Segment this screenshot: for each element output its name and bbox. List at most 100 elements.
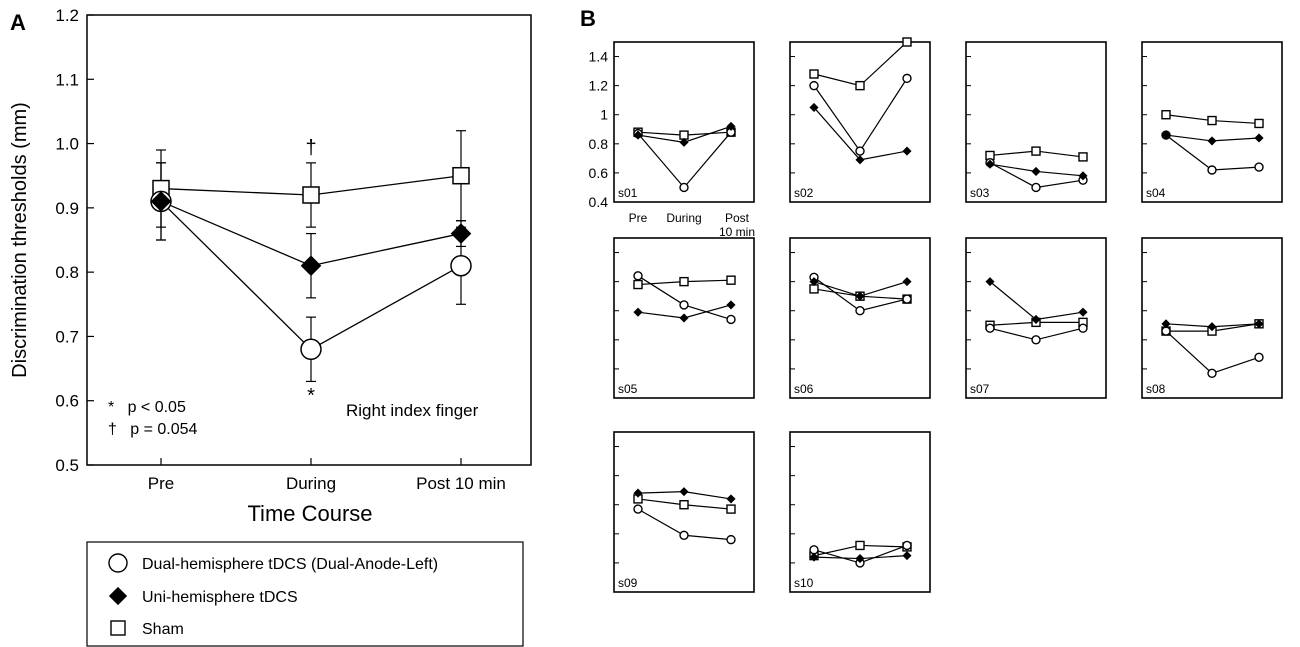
data-point xyxy=(1031,166,1041,177)
data-point xyxy=(633,307,643,317)
subject-plot-s08: s08 xyxy=(1141,237,1283,399)
subject-id: s04 xyxy=(1146,186,1166,200)
subject-plot-s04: s04 xyxy=(1141,41,1283,203)
data-point xyxy=(150,191,172,212)
y-tick-label: 1.1 xyxy=(55,70,79,89)
y-tick-label: 0.7 xyxy=(55,327,79,346)
data-point xyxy=(679,500,689,510)
panel-b-label: B xyxy=(580,6,596,31)
data-point xyxy=(679,487,689,497)
data-point xyxy=(1161,319,1171,329)
data-point xyxy=(726,121,736,131)
data-point xyxy=(855,155,865,165)
data-point xyxy=(633,488,643,498)
data-point xyxy=(679,300,689,310)
subject-frame xyxy=(613,41,755,203)
panel-a-frame xyxy=(86,14,532,466)
data-point xyxy=(300,338,322,361)
data-point xyxy=(726,494,736,504)
data-point xyxy=(452,166,470,185)
data-point xyxy=(855,80,865,91)
data-point xyxy=(726,534,736,545)
legend-marker xyxy=(110,620,126,636)
subject-frame xyxy=(789,237,931,399)
subject-id: s01 xyxy=(618,186,638,200)
data-point xyxy=(985,323,995,333)
x-tick-label: During xyxy=(666,211,701,225)
data-point xyxy=(902,73,912,84)
y-tick-label: 0.5 xyxy=(55,456,79,475)
x-tick-label: Post xyxy=(725,211,750,225)
legend-label: Uni-hemisphere tDCS xyxy=(142,589,298,606)
y-tick-label: 1.2 xyxy=(589,78,609,94)
y-tick-label: 0.6 xyxy=(55,392,79,411)
legend: Dual-hemisphere tDCS (Dual-Anode-Left) Un… xyxy=(108,553,438,638)
data-point xyxy=(855,553,865,564)
x-tick-label: During xyxy=(286,474,336,493)
x-tick-label: Pre xyxy=(629,211,648,225)
data-point xyxy=(633,271,643,281)
data-point xyxy=(679,313,689,323)
data-point xyxy=(300,255,322,277)
y-tick-label: 0.6 xyxy=(589,165,609,181)
data-point xyxy=(1161,130,1171,140)
data-point xyxy=(902,551,912,561)
data-point xyxy=(809,80,819,91)
data-point xyxy=(1207,136,1217,146)
subject-id: s10 xyxy=(794,576,814,590)
data-point xyxy=(809,552,819,562)
x-tick-label: Pre xyxy=(148,474,174,493)
y-tick-label: 1 xyxy=(600,107,608,123)
data-point xyxy=(1254,162,1264,172)
data-point xyxy=(1078,307,1088,317)
data-point xyxy=(855,146,865,156)
data-point xyxy=(985,277,995,287)
legend-box xyxy=(86,541,524,647)
data-point xyxy=(809,277,819,287)
data-point xyxy=(1254,352,1264,362)
subject-plot-s05: s05 xyxy=(613,237,755,399)
data-point xyxy=(809,102,819,113)
y-tick-label: 1.2 xyxy=(55,6,79,25)
data-point xyxy=(1207,322,1217,332)
data-point xyxy=(302,186,320,204)
data-point xyxy=(902,294,912,304)
legend-marker xyxy=(108,553,128,573)
data-point xyxy=(1254,133,1264,143)
data-point xyxy=(679,182,689,193)
data-point xyxy=(1078,152,1088,162)
data-point xyxy=(726,300,736,310)
y-tick-label: 0.9 xyxy=(55,199,79,218)
data-point xyxy=(679,137,689,147)
data-point xyxy=(1031,314,1041,325)
y-tick-label: 1.0 xyxy=(55,135,79,154)
data-point xyxy=(902,277,912,287)
data-point xyxy=(450,254,472,277)
y-tick-label: 1.4 xyxy=(589,49,609,65)
subject-plot-s07: s07 xyxy=(965,237,1107,399)
panel-a-ylabel: Discrimination thresholds (mm) xyxy=(9,102,31,378)
data-point xyxy=(855,540,865,551)
data-point xyxy=(1161,110,1171,120)
panel-a-during-dagger: † xyxy=(305,137,316,159)
subject-plot-s03: s03 xyxy=(965,41,1107,203)
panel-a-sig-star-note: * p < 0.05 xyxy=(108,399,186,416)
subject-plot-s06: s06 xyxy=(789,237,931,399)
data-point xyxy=(902,37,912,47)
data-point xyxy=(902,540,912,551)
data-point xyxy=(633,130,643,140)
data-point xyxy=(1031,146,1041,156)
data-point xyxy=(902,146,912,156)
y-tick-label: 0.8 xyxy=(589,136,609,152)
subject-id: s05 xyxy=(618,382,638,396)
x-tick-label: 10 min xyxy=(719,225,755,239)
subject-id: s06 xyxy=(794,382,814,396)
subject-id: s03 xyxy=(970,186,990,200)
data-point xyxy=(809,69,819,79)
data-point xyxy=(1078,323,1088,333)
legend-label: Dual-hemisphere tDCS (Dual-Anode-Left) xyxy=(142,556,438,573)
subject-frame xyxy=(789,431,931,593)
